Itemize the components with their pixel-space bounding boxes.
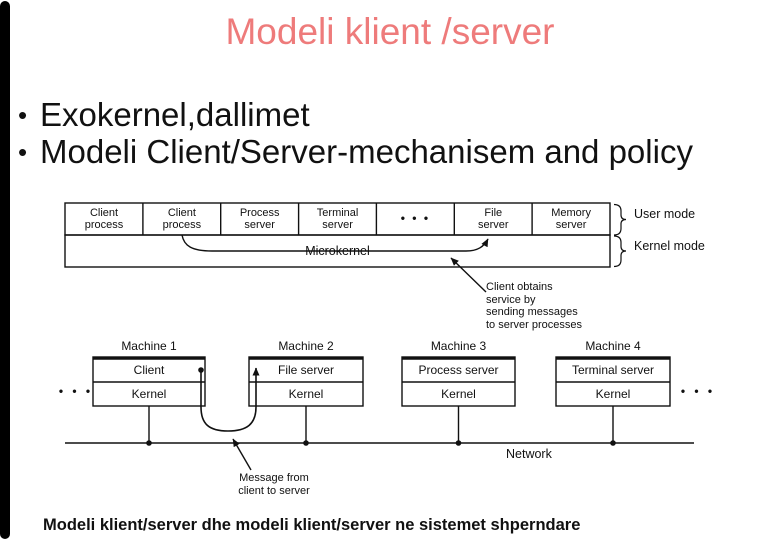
machine1-process-label: Client [133,363,165,377]
machine-network-links [148,406,614,443]
cell-dividers [142,203,533,235]
ellipsis-left: • • • [58,384,94,398]
machine4-process-label: Terminal server [571,363,655,377]
machine4-name: Machine 4 [585,339,641,353]
machine3-process-label: Process server [418,363,499,377]
cell-process-server: Process server [239,206,280,231]
machine3-kernel-label: Kernel [441,387,476,401]
bullet-icon: • [18,136,28,167]
cell-client-process-2: Client process [162,206,202,231]
kernel-mode-brace [613,235,627,268]
cell-file-server: File server [478,206,509,231]
machine4-kernel-label: Kernel [595,387,631,401]
cell-ellipsis: • • • [400,211,431,226]
cell-client-process-1: Client process [84,206,124,231]
bullet-item: • Modeli Client/Server-mechanisem and po… [18,133,778,171]
ellipsis-right: • • • [680,384,716,398]
slide-caption: Modeli klient/server dhe modeli klient/s… [43,516,581,534]
bullet-text: Modeli Client/Server-mechanisem and poli… [40,133,693,170]
network-tap-dot [146,440,152,446]
network-tap-dot [610,440,616,446]
message-annotation: Message from client to server [238,472,310,497]
cell-memory-server: Memory server [551,206,591,231]
message-curve-arrow [181,234,489,252]
network-tap-dot [303,440,309,446]
microkernel-label: Microkernel [305,244,370,258]
client-obtains-annotation: Client obtains service by sending messag… [486,281,582,331]
kernel-mode-label: Kernel mode [634,239,705,253]
machine2-name: Machine 2 [278,339,334,353]
machine3-name: Machine 3 [430,339,487,353]
bullet-icon: • [18,99,28,130]
machine1-kernel-label: Kernel [131,387,167,401]
slide-title: Modeli klient /server [225,11,555,52]
client-to-server-curve-arrow [200,367,260,432]
machine2-kernel-label: Kernel [288,387,324,401]
annotation2-pointer-arrow [232,438,252,471]
annotation1-pointer-arrow [450,257,487,293]
network-tap-dot [455,440,462,446]
bullet-item: • Exokernel,dallimet [18,96,778,134]
user-mode-label: User mode [634,207,696,221]
left-edge-bar [0,1,10,539]
machine2-process-label: File server [277,363,334,377]
microkernel-box [64,234,611,268]
client-endpoint-dot [198,367,204,373]
user-mode-brace [613,203,627,236]
network-label: Network [506,447,552,461]
machine1-name: Machine 1 [121,339,177,353]
bullet-text: Exokernel,dallimet [40,96,310,133]
cell-terminal-server: Terminal server [316,206,359,231]
